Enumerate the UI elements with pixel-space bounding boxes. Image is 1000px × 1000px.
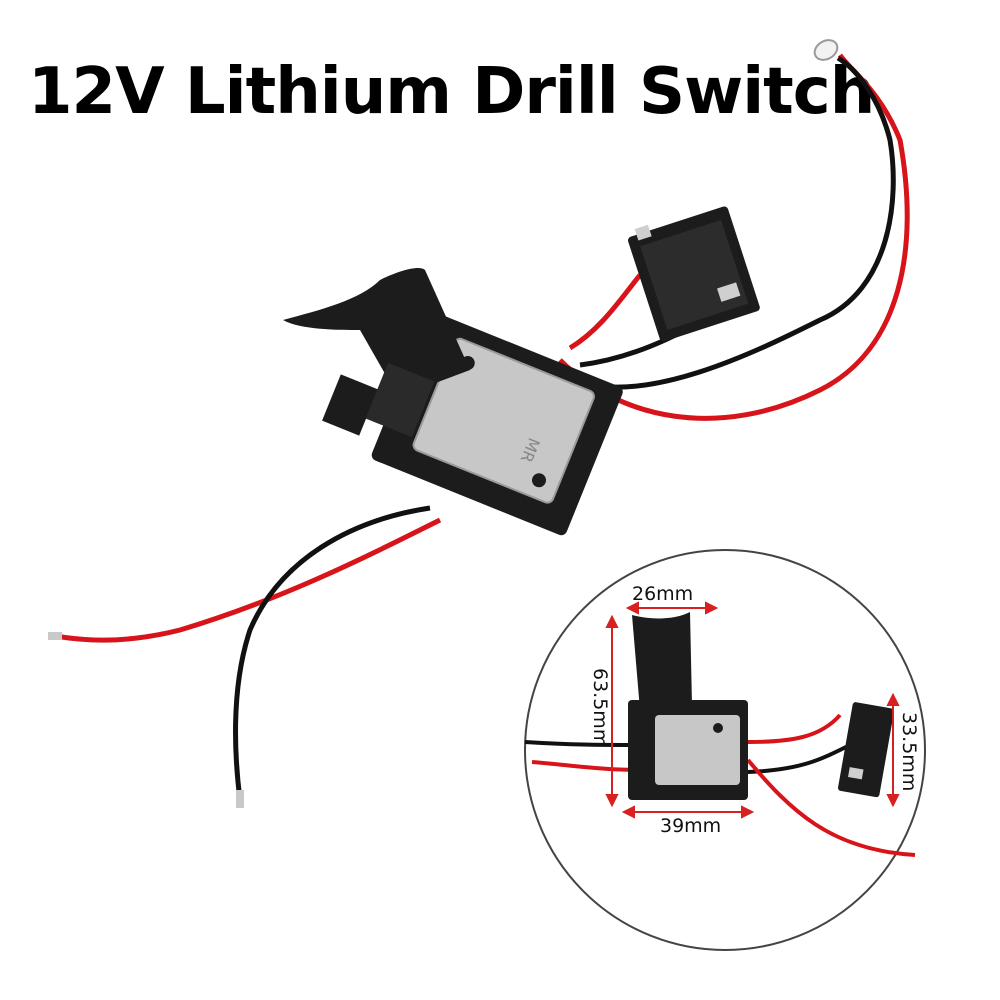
product-title: 12V Lithium Drill Switch (28, 55, 875, 129)
wire-tip (236, 790, 244, 808)
wire-tip (48, 632, 62, 640)
length-dimension-label: 39mm (660, 815, 721, 837)
led-wire-red (558, 53, 910, 421)
battery-contact-plate (628, 206, 760, 342)
led-bulb (813, 39, 839, 61)
led-wire-black (568, 55, 896, 390)
lower-wire-black (233, 505, 431, 801)
lower-wire-red (54, 517, 442, 643)
trigger (283, 268, 470, 438)
main-switch-photo: MR (48, 39, 910, 808)
dimension-inset: 26mm 63.5mm 39mm 33.5mm (524, 549, 926, 951)
height-dimension-label: 63.5mm (589, 668, 611, 747)
width-dimension-label: 26mm (632, 583, 693, 605)
plate-wire-red (568, 273, 642, 351)
plate-dimension-label: 33.5mm (898, 712, 920, 791)
